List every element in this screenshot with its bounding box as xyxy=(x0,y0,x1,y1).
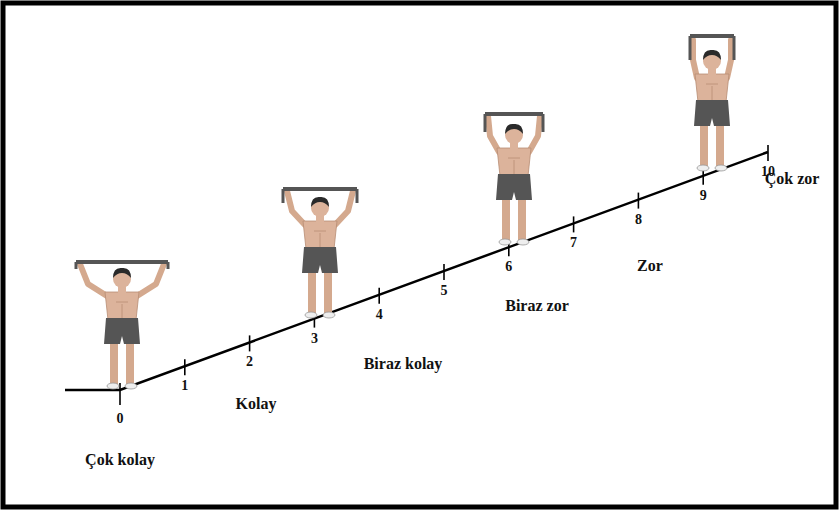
scale-number: 1 xyxy=(181,379,188,393)
scale-tick xyxy=(378,288,380,304)
scale-level: Çok zor xyxy=(765,171,820,187)
scale-number: 0 xyxy=(117,412,124,426)
scale-tick xyxy=(573,216,575,232)
scale-level: Biraz zor xyxy=(505,298,569,314)
scale-tick xyxy=(638,193,640,209)
scale-number: 5 xyxy=(441,284,448,298)
scale-number: 2 xyxy=(246,355,253,369)
scale-number: 9 xyxy=(700,189,707,203)
scale-number: 7 xyxy=(570,236,577,250)
scale-tick xyxy=(443,264,445,280)
scale-tick xyxy=(184,359,186,375)
scale-level: Çok kolay xyxy=(85,452,155,468)
scale-number: 6 xyxy=(505,260,512,274)
scale-number: 3 xyxy=(311,332,318,346)
scale-level: Zor xyxy=(637,258,663,274)
scale-level: Biraz kolay xyxy=(364,356,443,372)
scale-number: 4 xyxy=(376,308,383,322)
scale-tick xyxy=(119,383,121,405)
scale-tick xyxy=(249,335,251,351)
scale-level: Kolay xyxy=(236,396,277,412)
scale-number: 8 xyxy=(635,213,642,227)
scale-tick xyxy=(767,145,769,161)
